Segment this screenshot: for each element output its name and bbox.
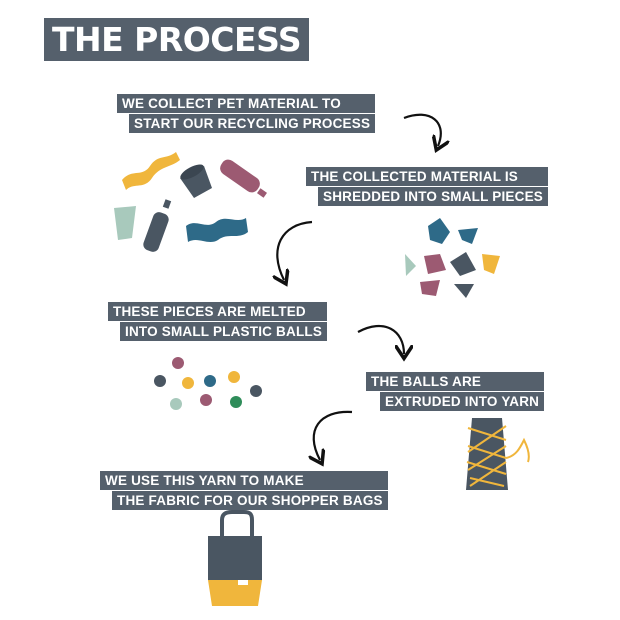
step-4-line-2: EXTRUDED INTO YARN [380, 392, 545, 411]
crumpled-plastic-icon [122, 152, 180, 190]
crumpled-plastic-icon [186, 218, 248, 242]
page-title: THE PROCESS [44, 18, 310, 61]
yarn-spool-icon [466, 418, 530, 490]
step-3-line-2: INTO SMALL PLASTIC BALLS [120, 322, 328, 341]
step-5-line-1: WE USE THIS YARN TO MAKE [100, 471, 388, 490]
step-5-line-2: THE FABRIC FOR OUR SHOPPER BAGS [112, 491, 388, 510]
step-2-label: THE COLLECTED MATERIAL IS SHREDDED INTO … [306, 167, 548, 206]
shredded-pieces-icon [405, 218, 500, 298]
plastic-cup-icon [114, 206, 136, 240]
pet-bottle-icon [220, 159, 267, 198]
pet-bottle-icon [143, 199, 172, 252]
plastic-balls-icon [154, 357, 262, 410]
step-2-line-2: SHREDDED INTO SMALL PIECES [318, 187, 548, 206]
step-3-line-1: THESE PIECES ARE MELTED [108, 302, 328, 321]
step-5-label: WE USE THIS YARN TO MAKE THE FABRIC FOR … [100, 471, 388, 510]
shopper-bag-icon [208, 510, 262, 606]
step-1-line-1: WE COLLECT PET MATERIAL TO [117, 94, 376, 113]
plastic-cup-icon [180, 164, 212, 198]
step-1-line-2: START OUR RECYCLING PROCESS [129, 114, 376, 133]
arrow-icon-2 [277, 220, 313, 280]
step-3-label: THESE PIECES ARE MELTED INTO SMALL PLAST… [108, 302, 328, 341]
arrow-icon-3 [357, 325, 404, 354]
step-2-line-1: THE COLLECTED MATERIAL IS [306, 167, 548, 186]
step-4-label: THE BALLS ARE EXTRUDED INTO YARN [366, 372, 545, 411]
step-1-label: WE COLLECT PET MATERIAL TO START OUR REC… [117, 94, 376, 133]
arrow-icon-1 [403, 113, 441, 146]
arrow-icon-4 [314, 410, 353, 460]
step-4-line-1: THE BALLS ARE [366, 372, 545, 391]
